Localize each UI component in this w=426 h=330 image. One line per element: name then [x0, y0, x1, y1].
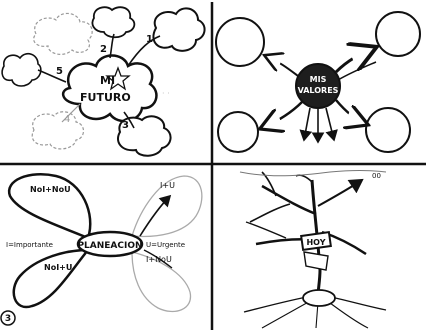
- valores-label-mis: MIS: [310, 75, 327, 84]
- side-label-00: 00: [372, 172, 381, 180]
- panel-mi-futuro: MI FUTURO 1 2 3 4 5 · ·: [2, 7, 205, 156]
- central-cloud: [63, 56, 156, 122]
- root-left-2: [262, 300, 312, 328]
- value-circle-bottom-left: [218, 112, 258, 152]
- arrow-down-3: [326, 108, 334, 140]
- cloud-top-right: [153, 8, 204, 50]
- planeacion-label: PLANEACION: [77, 241, 142, 251]
- center-label-futuro: FUTURO: [80, 91, 131, 104]
- hoy-label: HOY: [306, 238, 325, 247]
- petal-top-left: [9, 174, 90, 238]
- faint-mark: · ·: [162, 89, 170, 98]
- panel-number: 3: [5, 314, 11, 324]
- branch-upper-left: [262, 186, 316, 214]
- arrow-down-1: [304, 108, 310, 140]
- panel-hoy: HOY 00: [240, 171, 386, 329]
- hoy-ribbon: [304, 252, 328, 270]
- label-i-u: I+U: [160, 181, 175, 190]
- branch-number-2: 2: [100, 44, 107, 55]
- branch-upper-left-2: [250, 204, 290, 222]
- arrow-to-top-left: [266, 56, 298, 76]
- root-left-1: [244, 296, 312, 312]
- arrow-to-bottom-right: [336, 100, 366, 124]
- value-circle-top-right: [376, 12, 420, 56]
- panel-planeacion: PLANEACION NoI+NoU I+U I=Importante U=Ur…: [1, 174, 202, 325]
- cloud-bottom-left: [32, 112, 83, 149]
- petal-bottom-left: [14, 250, 88, 307]
- cloud-top-left: [34, 13, 93, 54]
- label-noi-nou: NoI+NoU: [30, 185, 71, 194]
- panel-mis-valores: MIS VALORES: [216, 12, 420, 152]
- label-i-nou: I+NoU: [146, 255, 172, 264]
- label-importante: I=Importante: [6, 241, 53, 249]
- valores-label-valores: VALORES: [298, 86, 339, 95]
- label-noi-u: NoI+U: [44, 263, 72, 272]
- branch-top-sketch: [240, 171, 386, 176]
- arrow-to-top-right-a: [336, 48, 374, 72]
- value-circle-top-left: [216, 18, 264, 66]
- label-urgente: U=Urgente: [146, 241, 185, 249]
- value-circle-bottom-right: [366, 108, 410, 152]
- root-base: [303, 290, 335, 306]
- branch-number-3: 3: [122, 120, 129, 131]
- arrow-to-bottom-left: [262, 102, 302, 128]
- branch-left-2: [246, 222, 286, 238]
- branch-number-1: 1: [146, 34, 153, 45]
- branch-number-4: 4: [64, 114, 70, 125]
- branch-top-curl: [296, 175, 312, 182]
- branch-right-upper: [318, 180, 362, 206]
- branch-number-5: 5: [56, 66, 63, 77]
- cloud-left: [2, 54, 41, 86]
- cloud-top-middle: [92, 7, 134, 37]
